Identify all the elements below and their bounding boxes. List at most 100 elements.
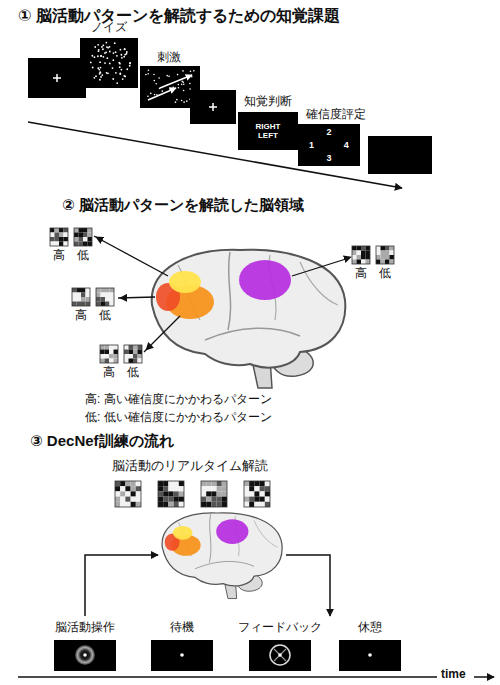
voxel — [125, 481, 130, 486]
voxel-pattern — [124, 345, 142, 363]
voxel — [376, 260, 381, 265]
text-label: 高 — [355, 266, 367, 280]
noise-screen — [80, 38, 138, 88]
noise-dot — [90, 62, 92, 64]
screen — [249, 640, 311, 671]
voxel — [50, 242, 55, 247]
voxel — [133, 354, 138, 359]
voxel — [109, 354, 114, 359]
text-label: 休憩 — [358, 620, 382, 634]
voxel — [86, 297, 91, 302]
voxel — [105, 297, 110, 302]
voxel — [115, 497, 120, 502]
text-label: 低 — [77, 248, 89, 262]
noise-dot — [113, 52, 115, 54]
voxel-frame — [158, 481, 184, 507]
voxel — [357, 255, 362, 260]
voxel — [222, 486, 227, 491]
voxel — [265, 481, 270, 486]
voxel — [115, 481, 120, 486]
voxel — [81, 302, 86, 307]
voxel — [74, 242, 79, 247]
voxel — [244, 497, 249, 502]
noise-dot — [123, 75, 125, 77]
voxel — [222, 497, 227, 502]
voxel — [133, 350, 138, 355]
voxel — [101, 288, 106, 293]
brain-figure-small — [162, 513, 282, 599]
feedback-cross — [274, 649, 286, 661]
voxel — [50, 237, 55, 242]
noise-dot — [97, 44, 99, 46]
flow-arrow — [85, 555, 158, 616]
voxel — [366, 260, 371, 265]
voxel — [206, 481, 211, 486]
stimulus-dot — [150, 93, 152, 95]
noise-dots — [90, 42, 131, 84]
voxel — [131, 481, 136, 486]
noise-dot — [99, 61, 101, 63]
stimulus-dot — [175, 101, 177, 103]
noise-dot — [94, 46, 96, 48]
voxel — [217, 486, 222, 491]
noise-dot — [119, 66, 121, 68]
voxel — [86, 288, 91, 293]
voxel — [249, 497, 254, 502]
voxel — [129, 359, 134, 364]
voxel — [114, 345, 119, 350]
screen-box: 2143 — [298, 124, 360, 166]
voxel — [77, 288, 82, 293]
voxel — [385, 255, 390, 260]
voxel-pattern — [158, 481, 184, 507]
text-label: 待機 — [170, 620, 194, 634]
voxel — [83, 228, 88, 233]
voxel — [138, 354, 143, 359]
noise-dot — [105, 42, 107, 44]
noise-dot — [126, 51, 128, 53]
text-label: 低 — [379, 266, 391, 280]
noise-dot — [112, 78, 114, 80]
voxel — [163, 491, 168, 496]
noise-dot — [100, 76, 102, 78]
voxel — [201, 491, 206, 496]
stimulus-dot — [176, 99, 178, 101]
voxel — [179, 481, 184, 486]
realtime-grids — [115, 481, 270, 507]
screen-text: 2 — [326, 127, 331, 137]
voxel — [136, 486, 141, 491]
voxel-frame — [124, 345, 142, 363]
voxel — [222, 481, 227, 486]
motion-arrow — [148, 88, 176, 100]
voxel — [260, 486, 265, 491]
voxel — [361, 260, 366, 265]
voxel — [129, 350, 134, 355]
noise-dot — [124, 76, 126, 78]
fixation-cross — [209, 103, 217, 111]
noise-dot — [100, 67, 102, 69]
stimulus-dot — [181, 84, 183, 86]
voxel — [179, 491, 184, 496]
voxel — [222, 491, 227, 496]
stimulus-dot — [182, 70, 184, 72]
noise-dot — [109, 51, 111, 53]
voxel — [125, 502, 130, 507]
voxel-frame — [96, 288, 114, 306]
noise-dot — [101, 74, 103, 76]
voxel — [254, 497, 259, 502]
screen — [54, 640, 116, 671]
voxel — [136, 502, 141, 507]
text-label: フィードバック — [238, 620, 322, 634]
voxel-pattern — [72, 288, 90, 306]
voxel-frame — [50, 228, 68, 246]
voxel — [72, 293, 77, 298]
voxel — [129, 354, 134, 359]
screen-text: RIGHT LEFT — [256, 122, 281, 140]
voxel — [96, 297, 101, 302]
noise-dot — [98, 50, 100, 52]
arrow-head — [120, 297, 155, 298]
voxel — [59, 233, 64, 238]
voxel — [59, 237, 64, 242]
voxel-pattern — [244, 481, 270, 507]
voxel — [83, 242, 88, 247]
voxel — [217, 491, 222, 496]
